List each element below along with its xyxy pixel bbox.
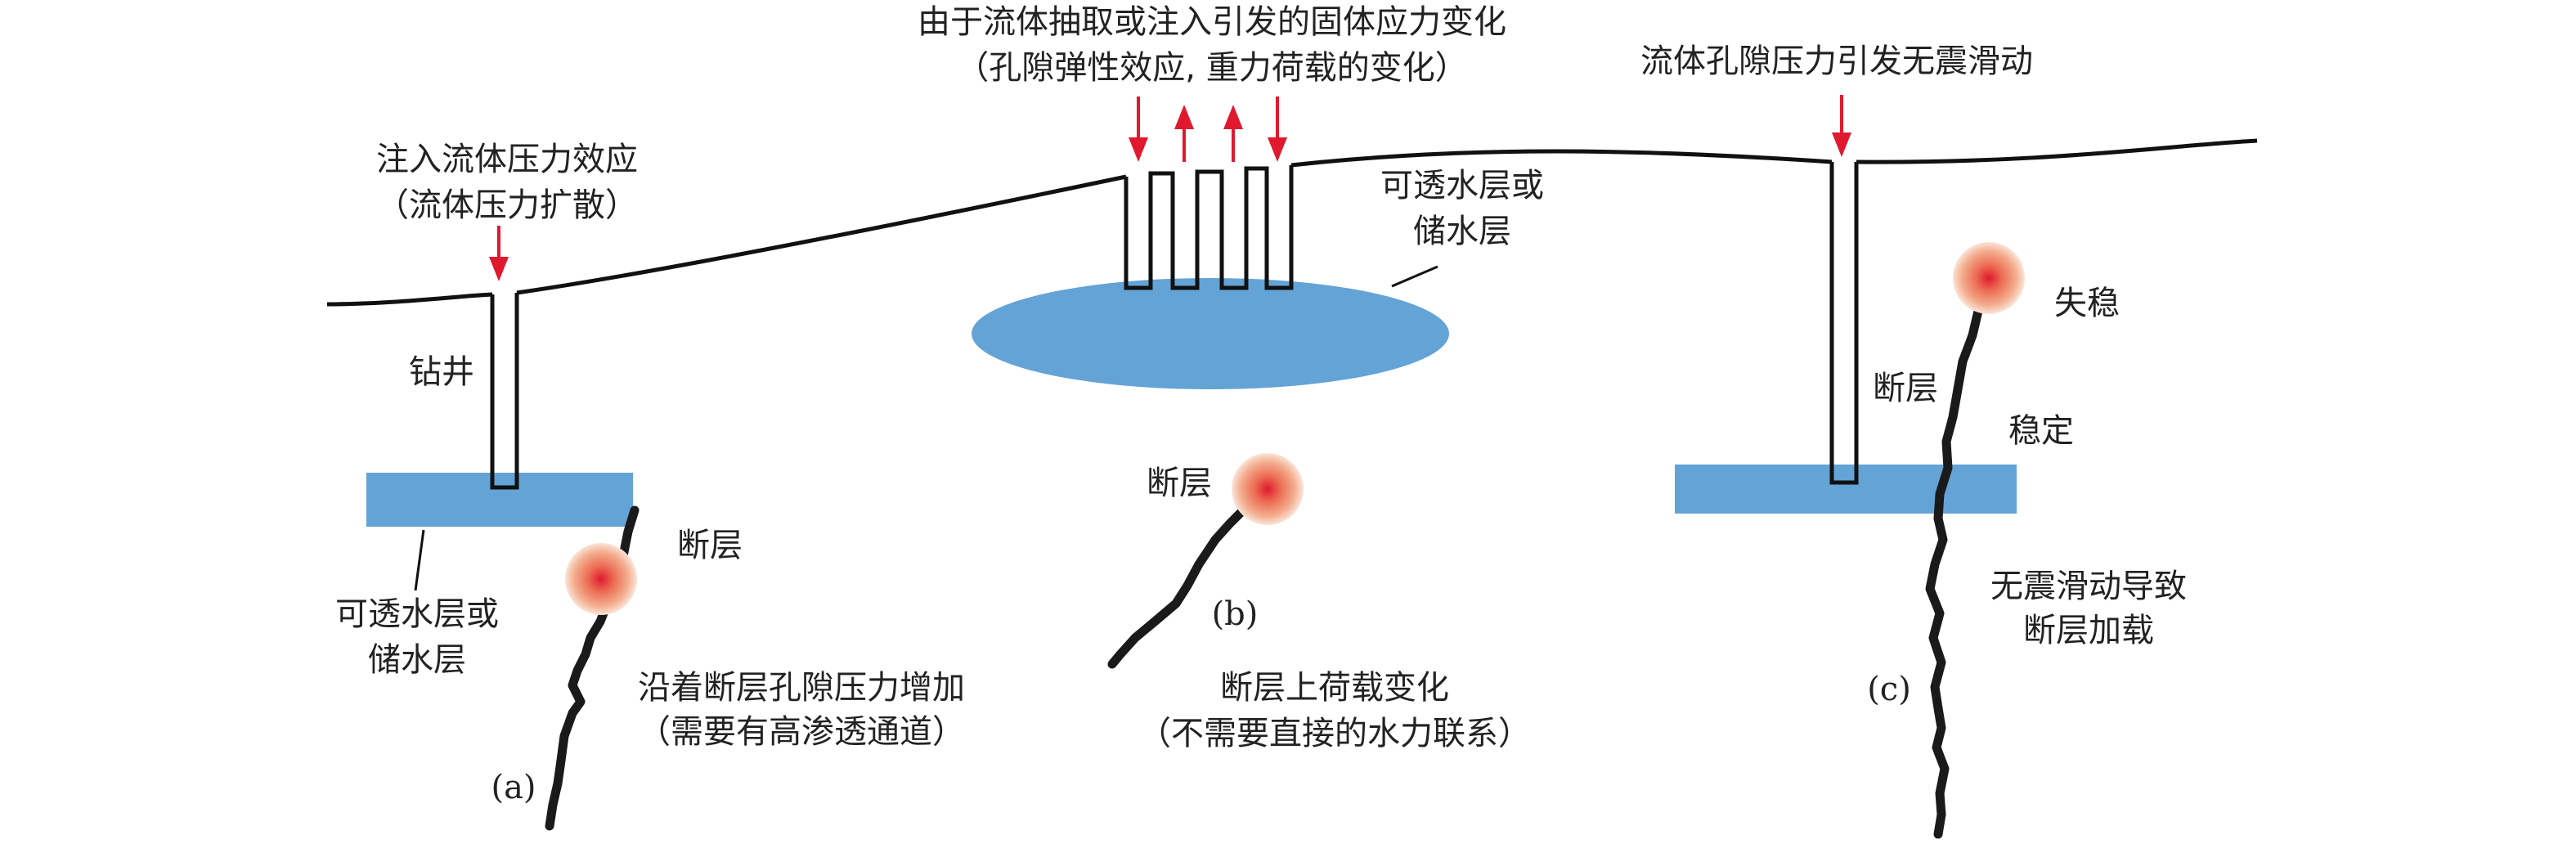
arrows: [489, 95, 1851, 281]
aquifer-label-b-line1: 可透水层或: [1380, 167, 1544, 204]
caption-a-line2: （需要有高渗透通道）: [638, 713, 965, 751]
fault-c: [1925, 275, 1994, 839]
caption-b-line1: 断层上荷载变化: [1220, 669, 1449, 707]
fault-label-c: 断层: [1873, 370, 1938, 407]
aquifer-label-b-line2: 储水层: [1413, 213, 1511, 250]
aquifer-a-leader: [414, 529, 425, 591]
arrow-down-b4-icon: [1268, 97, 1287, 162]
aquifer-b: [972, 278, 1449, 389]
well-c: [1829, 162, 1859, 485]
injection-title-line1: 注入流体压力效应: [376, 141, 638, 178]
injection-title-line2: （流体压力扩散）: [376, 186, 638, 224]
panel-label-b: (b): [1212, 595, 1259, 633]
panel-label-c: (c): [1867, 671, 1911, 708]
caption-a-line1: 沿着断层孔隙压力增加: [638, 669, 965, 707]
panel-label-a: (a): [491, 769, 536, 806]
arrow-up-b2-icon: [1174, 105, 1194, 162]
hypocenter-a: [565, 543, 637, 615]
caption-c-line1: 无震滑动导致: [1990, 568, 2187, 605]
aquifer-a: [366, 473, 633, 527]
aquifer-b-leader: [1391, 265, 1438, 288]
panel-c-title: 流体孔隙压力引发无震滑动: [1640, 43, 2033, 80]
ground-surface: [326, 138, 2258, 307]
aquifer-label-a-line2: 储水层: [368, 641, 466, 679]
hypocenter-b: [1232, 453, 1304, 525]
arrow-down-a-icon: [489, 226, 509, 281]
well-a: [490, 293, 519, 490]
stable-label: 稳定: [2008, 412, 2074, 450]
caption-b-line2: （不需要直接的水力联系）: [1138, 715, 1531, 752]
wells-b: [1124, 165, 1294, 290]
panel-b-title-line2: （孔隙弹性效应, 重力荷载的变化）: [956, 49, 1467, 87]
hypocenter-c: [1953, 242, 2025, 314]
aquifer-label-a-line1: 可透水层或: [335, 595, 499, 633]
arrow-down-b1-icon: [1129, 97, 1148, 162]
fault-label-a: 断层: [677, 527, 743, 564]
aquifer-c: [1675, 465, 2017, 514]
caption-c-line2: 断层加载: [2023, 612, 2154, 649]
arrow-down-c-icon: [1832, 95, 1851, 157]
fault-b: [1107, 486, 1268, 669]
panel-b-title-line1: 由于流体抽取或注入引发的固体应力变化: [918, 3, 1506, 41]
arrow-up-b3-icon: [1223, 105, 1243, 162]
well-label: 钻井: [409, 353, 474, 391]
unstable-label: 失稳: [2054, 285, 2120, 322]
fault-label-b: 断层: [1147, 465, 1212, 502]
